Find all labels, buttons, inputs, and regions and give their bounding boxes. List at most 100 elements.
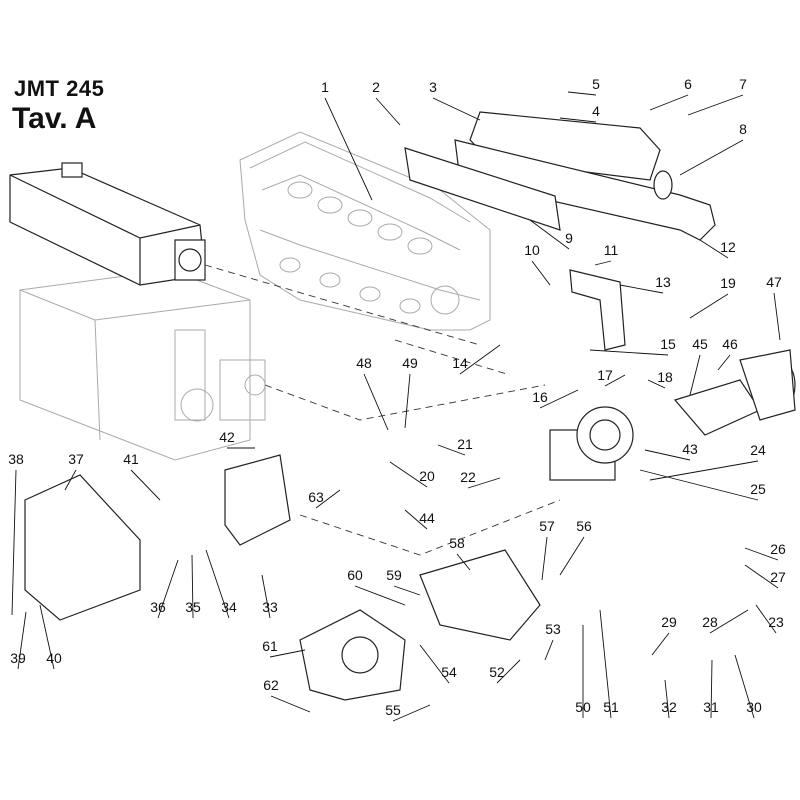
callout-leader-40 — [39, 604, 55, 670]
callout-number-38: 38 — [8, 451, 24, 467]
callout-leader-48 — [363, 373, 389, 431]
callout-number-55: 55 — [385, 702, 401, 718]
callout-leader-19 — [689, 293, 729, 319]
callout-number-44: 44 — [419, 510, 435, 526]
callout-leader-35 — [191, 554, 194, 619]
callout-number-8: 8 — [739, 121, 747, 137]
callout-leader-3 — [432, 97, 481, 121]
callout-number-24: 24 — [750, 442, 766, 458]
callout-leader-22 — [467, 477, 501, 489]
callout-leader-5 — [567, 91, 597, 96]
callout-leader-21 — [437, 444, 466, 456]
callout-number-36: 36 — [150, 599, 166, 615]
engine-block-drawing — [19, 269, 266, 461]
callout-leader-59 — [393, 585, 421, 596]
callout-number-4: 4 — [592, 103, 600, 119]
callout-number-43: 43 — [682, 441, 698, 457]
callout-number-1: 1 — [321, 79, 329, 95]
callout-number-57: 57 — [539, 518, 555, 534]
callout-number-37: 37 — [68, 451, 84, 467]
callout-number-5: 5 — [592, 76, 600, 92]
callout-leader-2 — [375, 97, 401, 126]
callout-number-23: 23 — [768, 614, 784, 630]
callout-number-53: 53 — [545, 621, 561, 637]
callout-leader-6 — [649, 94, 689, 111]
callout-number-17: 17 — [597, 367, 613, 383]
callout-number-60: 60 — [347, 567, 363, 583]
callout-leader-49 — [404, 373, 411, 429]
callout-number-34: 34 — [221, 599, 237, 615]
callout-leader-51 — [599, 609, 612, 719]
callout-leader-25 — [639, 469, 759, 501]
callout-leader-17 — [604, 374, 626, 387]
exhaust-elbow-part — [224, 454, 406, 701]
callout-leader-63 — [315, 489, 341, 509]
callout-number-19: 19 — [720, 275, 736, 291]
intercooler-part — [9, 162, 206, 286]
heat-shield-part — [24, 474, 541, 641]
callout-leader-24 — [649, 460, 759, 481]
callout-leader-57 — [541, 536, 548, 581]
callout-leader-16 — [539, 389, 579, 409]
callout-number-56: 56 — [576, 518, 592, 534]
air-filter-part — [673, 349, 796, 436]
callout-leader-14 — [459, 344, 501, 375]
callout-number-40: 40 — [46, 650, 62, 666]
callout-leader-54 — [419, 644, 450, 684]
turbocharger-part — [549, 269, 634, 481]
callout-leader-34 — [205, 549, 230, 619]
callout-leader-33 — [261, 574, 271, 619]
callout-leader-26 — [744, 547, 779, 561]
exhaust-manifold-part — [404, 111, 716, 241]
callout-number-61: 61 — [262, 638, 278, 654]
callout-leader-31 — [710, 659, 713, 719]
callout-leader-37 — [64, 469, 77, 491]
callout-leader-10 — [531, 260, 551, 286]
callout-number-59: 59 — [386, 567, 402, 583]
callout-number-54: 54 — [441, 664, 457, 680]
callout-number-46: 46 — [722, 336, 738, 352]
callout-number-63: 63 — [308, 489, 324, 505]
callout-number-6: 6 — [684, 76, 692, 92]
callout-leader-29 — [651, 632, 670, 656]
callout-leader-18 — [647, 379, 666, 389]
callout-leader-56 — [559, 536, 585, 576]
callout-leader-8 — [679, 139, 744, 176]
callout-number-15: 15 — [660, 336, 676, 352]
callout-number-20: 20 — [419, 468, 435, 484]
callout-number-10: 10 — [524, 242, 540, 258]
callout-leader-62 — [270, 695, 311, 713]
callout-leader-20 — [389, 461, 428, 488]
callout-leader-60 — [354, 585, 406, 606]
callout-leader-44 — [404, 509, 428, 530]
callout-leader-15 — [589, 349, 669, 356]
callout-number-33: 33 — [262, 599, 278, 615]
callout-number-21: 21 — [457, 436, 473, 452]
callout-number-28: 28 — [702, 614, 718, 630]
callout-number-26: 26 — [770, 541, 786, 557]
callout-number-25: 25 — [750, 481, 766, 497]
callout-number-32: 32 — [661, 699, 677, 715]
model-title: JMT 245 — [14, 76, 105, 101]
callout-number-35: 35 — [185, 599, 201, 615]
callout-number-58: 58 — [449, 535, 465, 551]
callout-number-51: 51 — [603, 699, 619, 715]
callout-number-30: 30 — [746, 699, 762, 715]
callout-number-16: 16 — [532, 389, 548, 405]
callout-number-12: 12 — [720, 239, 736, 255]
callout-number-13: 13 — [655, 274, 671, 290]
callout-number-42: 42 — [219, 429, 235, 445]
callout-number-22: 22 — [460, 469, 476, 485]
callout-number-31: 31 — [703, 699, 719, 715]
callout-leader-46 — [717, 354, 731, 371]
callout-leader-38 — [11, 469, 17, 616]
callout-number-48: 48 — [356, 355, 372, 371]
callout-number-47: 47 — [766, 274, 782, 290]
callout-number-62: 62 — [263, 677, 279, 693]
callout-leader-58 — [456, 553, 471, 571]
callout-number-29: 29 — [661, 614, 677, 630]
callout-leader-36 — [157, 559, 179, 619]
callout-leader-53 — [544, 639, 554, 661]
